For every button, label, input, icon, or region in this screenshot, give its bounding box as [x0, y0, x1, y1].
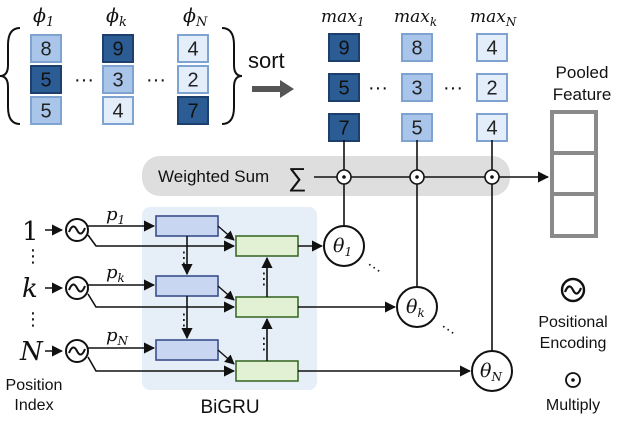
phi-columns: 8 5 5 9 3 4 4 2 7	[30, 34, 209, 125]
max-cell-2-0	[476, 33, 508, 62]
max-columns: 9 5 7 8 3 5 4 2 4	[328, 33, 508, 142]
multiply-node-1	[336, 169, 352, 185]
theta-node-k	[396, 286, 438, 328]
phi-cell-1-0	[102, 34, 134, 63]
phi-ellipsis-1: ···	[74, 69, 94, 91]
forward-vellipsis-2: ⋮	[176, 312, 192, 329]
max-cell-1-1	[401, 73, 433, 102]
phi-cell-0-2	[30, 96, 62, 125]
phi-cell-2-0	[177, 34, 209, 63]
max-k-label: maxk	[394, 7, 437, 29]
phi-value-2-2: 7	[187, 101, 198, 123]
max-cell-1-0	[401, 33, 433, 62]
theta-n-label: θN	[480, 360, 502, 384]
max-ellipsis-1: ···	[368, 77, 388, 99]
forward-gru-cell-k	[155, 275, 219, 297]
theta-node-1	[323, 225, 365, 267]
p-1-label: p1	[106, 204, 125, 227]
max-value-0-2: 7	[338, 118, 349, 140]
theta-ellipsis-2: ···	[437, 318, 460, 341]
multiply-node-k	[409, 169, 425, 185]
phi-cell-1-2	[102, 96, 134, 125]
backward-gru-cell-1	[235, 235, 299, 257]
max-1-label: max1	[321, 7, 364, 29]
max-value-2-2: 4	[486, 118, 497, 140]
weighted-sum-label: Weighted Sum	[158, 167, 269, 186]
max-value-2-1: 2	[486, 78, 497, 100]
phi-cell-2-1	[177, 65, 209, 94]
max-value-0-1: 5	[338, 78, 349, 100]
phi-1-label: ϕ1	[33, 5, 54, 30]
backward-gru-cell-k	[235, 296, 299, 318]
forward-gru-cell-1	[155, 215, 219, 237]
phi-cell-0-0	[30, 34, 62, 63]
position-vellipsis-1: ⋮	[24, 246, 42, 266]
backward-vellipsis-1: ⋮	[256, 271, 272, 288]
forward-gru-cell-n	[155, 339, 219, 361]
legend-positional-encoding-label-1: Positional	[538, 314, 607, 331]
phi-n-label: ϕN	[183, 5, 208, 30]
max-cell-2-1	[476, 73, 508, 102]
bigru-label: BiGRU	[200, 397, 259, 418]
position-n: N	[19, 337, 44, 367]
phi-value-1-0: 9	[112, 39, 123, 61]
forward-vellipsis-1: ⋮	[176, 250, 192, 267]
position-1: 1	[22, 217, 39, 247]
theta-ellipsis-1: ···	[363, 256, 386, 279]
phi-value-2-1: 2	[187, 70, 198, 92]
positional-encoding-icon-n	[65, 339, 89, 363]
right-brace	[221, 27, 243, 125]
phi-ellipsis-2: ···	[146, 69, 166, 91]
max-cell-0-1	[328, 73, 360, 102]
max-value-1-1: 3	[411, 78, 422, 100]
max-value-1-0: 8	[411, 38, 422, 60]
legend-multiply-label: Multiply	[546, 397, 600, 414]
phi-value-0-0: 8	[40, 39, 51, 61]
left-brace	[0, 27, 21, 125]
phi-cell-0-1	[30, 65, 62, 94]
backward-vellipsis-2: ⋮	[256, 336, 272, 353]
max-n-label: maxN	[470, 7, 517, 29]
phi-value-0-2: 5	[40, 101, 51, 123]
phi-value-2-0: 4	[187, 39, 198, 61]
max-value-1-2: 5	[411, 118, 422, 140]
multiply-node-n	[484, 169, 500, 185]
position-k: k	[22, 274, 38, 304]
phi-cell-1-1	[102, 65, 134, 94]
max-value-2-0: 4	[486, 38, 497, 60]
phi-value-0-1: 5	[40, 70, 51, 92]
theta-1-label: θ1	[333, 235, 352, 259]
phi-value-1-2: 4	[112, 101, 123, 123]
positional-encoding-icon-k	[65, 276, 89, 300]
max-ellipsis-2: ···	[443, 77, 463, 99]
pooled-feature-vector	[550, 110, 598, 238]
theta-k-label: θk	[406, 296, 425, 320]
sigma-symbol: ∑	[288, 162, 307, 192]
sort-arrow	[252, 80, 294, 98]
position-vellipsis-2: ⋮	[24, 309, 42, 329]
pooled-feature-label-2: Feature	[553, 85, 612, 104]
legend-positional-encoding-icon	[560, 277, 586, 303]
max-cell-0-0	[328, 33, 360, 62]
p-n-label: pN	[106, 325, 129, 348]
legend-multiply-icon	[565, 372, 581, 388]
position-index-label-2: Index	[14, 397, 53, 414]
weighted-sum-band	[142, 156, 510, 196]
p-k-label: pk	[106, 262, 125, 285]
phi-k-label: ϕk	[106, 5, 127, 30]
max-value-0-0: 9	[338, 38, 349, 60]
phi-cell-2-2	[177, 96, 209, 125]
pooled-feature-label-1: Pooled	[556, 63, 609, 82]
backward-gru-cell-n	[235, 360, 299, 382]
sort-label: sort	[248, 48, 285, 73]
positional-encoding-icon-1	[65, 218, 89, 242]
max-cell-0-2	[328, 113, 360, 142]
theta-node-n	[471, 350, 513, 392]
phi-value-1-1: 3	[112, 70, 123, 92]
legend-positional-encoding-label-2: Encoding	[540, 335, 607, 352]
position-index-label-1: Position	[6, 377, 63, 394]
